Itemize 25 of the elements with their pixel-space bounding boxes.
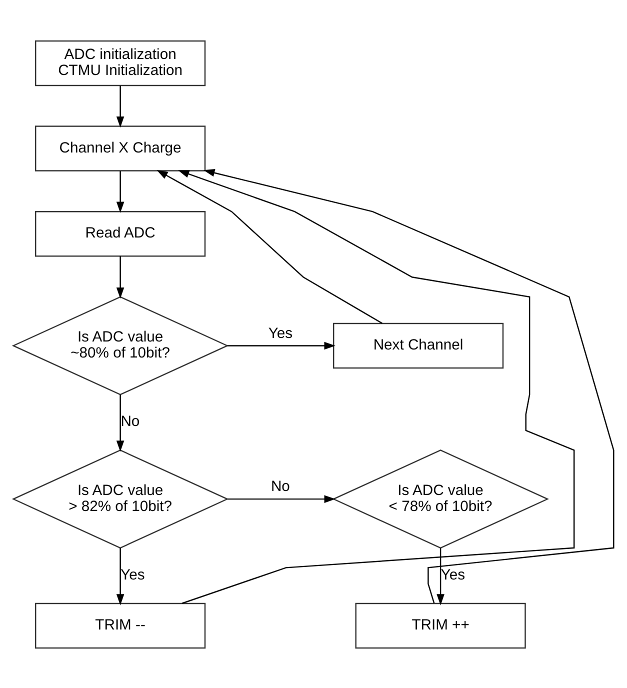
arrow xyxy=(227,494,336,502)
node-box: ADC initialization CTMU Initialization xyxy=(34,40,206,86)
arrow xyxy=(116,85,124,128)
node-box: Next Channel xyxy=(332,322,504,368)
edge-label: Yes xyxy=(268,325,293,342)
node-box: Channel X Charge xyxy=(34,125,206,171)
node-diamond: Is ADC value < 78% of 10bit? xyxy=(332,449,549,548)
node-box: Read ADC xyxy=(34,210,206,256)
arrow xyxy=(116,394,124,452)
edge-label: Yes xyxy=(120,567,145,584)
node-diamond: Is ADC value ~80% of 10bit? xyxy=(12,296,229,395)
edge-label: No xyxy=(270,478,290,495)
arrow xyxy=(116,547,124,605)
arrow xyxy=(116,256,124,298)
edge-label: Yes xyxy=(440,567,466,584)
arrow xyxy=(227,341,336,350)
arrow xyxy=(156,169,383,324)
node-diamond: Is ADC value > 82% of 10bit? xyxy=(12,449,229,548)
node-box: TRIM -- xyxy=(34,602,206,648)
arrow xyxy=(204,168,614,603)
node-box: TRIM ++ xyxy=(355,602,526,648)
arrow xyxy=(178,170,575,604)
arrow xyxy=(116,170,124,212)
edge-label: No xyxy=(120,414,140,430)
arrow xyxy=(436,547,444,605)
